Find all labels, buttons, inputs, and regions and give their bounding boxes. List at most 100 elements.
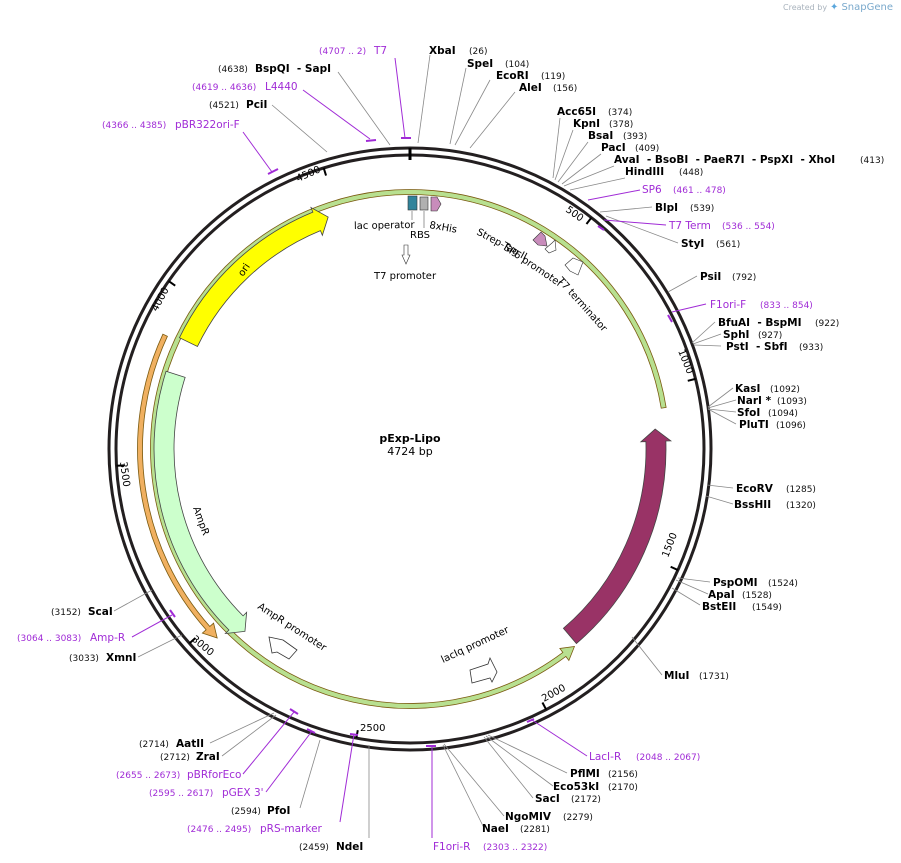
paci-leader	[561, 153, 602, 185]
pbrforeco-primer-mark	[289, 708, 299, 715]
primer-f1ori-f-pos: (833 .. 854)	[760, 301, 813, 311]
position-ticks	[116, 148, 696, 739]
enzyme-avai-group-pos: (413)	[860, 156, 884, 166]
enzyme-apai[interactable]: ApaI	[708, 589, 735, 601]
enzyme-aatii[interactable]: AatII	[176, 738, 204, 750]
enzyme-ecorv-pos: (1285)	[786, 485, 816, 495]
tick-label-4500: 4500	[295, 164, 323, 184]
enzyme-pflmi-pos: (2156)	[608, 770, 638, 780]
enzyme-ecori[interactable]: EcoRI	[496, 70, 529, 82]
enzyme-saci-pos: (2172)	[571, 795, 601, 805]
enzyme-naei[interactable]: NaeI	[482, 823, 509, 835]
enzyme-bsai-pos: (393)	[623, 132, 647, 142]
enzyme-pspomi[interactable]: PspOMI	[713, 577, 758, 589]
primer-sp6[interactable]: SP6	[642, 184, 662, 196]
enzyme-spei[interactable]: SpeI	[467, 58, 493, 70]
primer-t7term[interactable]: T7 Term	[668, 220, 711, 232]
snapgene-brand: Created by ✦ SnapGene	[783, 2, 893, 13]
primer-amp-r[interactable]: Amp-R	[90, 632, 125, 644]
enzyme-pluti[interactable]: PluTI	[739, 419, 769, 431]
primer-prs-marker[interactable]: pRS-marker	[260, 823, 323, 835]
enzyme-bfuai-group-pos: (922)	[815, 319, 839, 329]
naei-leader	[442, 744, 485, 829]
enzyme-zrai[interactable]: ZraI	[196, 751, 220, 763]
ampr-orf-arc[interactable]	[137, 333, 218, 639]
enzyme-bfuai-group[interactable]: BfuAI - BspMI	[718, 317, 802, 329]
enzyme-styi[interactable]: StyI	[681, 238, 704, 250]
primer-f1ori-f[interactable]: F1ori-F	[710, 299, 746, 311]
laciq-promoter-label: lacIq promoter	[440, 624, 512, 665]
avai-leader	[563, 165, 615, 187]
enzyme-bsshii[interactable]: BssHII	[734, 499, 771, 511]
enzyme-sphi[interactable]: SphI	[723, 329, 749, 341]
enzyme-avai-group[interactable]: AvaI - BsoBI - PaeR7I - PspXI - XhoI	[614, 154, 835, 166]
nari-leader	[707, 399, 737, 409]
enzyme-pcii[interactable]: PciI	[246, 99, 267, 111]
enzyme-kpni[interactable]: KpnI	[573, 118, 600, 130]
enzyme-mlui[interactable]: MluI	[664, 670, 689, 682]
enzyme-ndei-pos: (2459)	[299, 843, 329, 853]
t7term-primer-mark	[597, 225, 605, 231]
enzyme-blpi[interactable]: BlpI	[655, 202, 678, 214]
enzyme-kasi[interactable]: KasI	[735, 383, 760, 395]
laci-arrow[interactable]	[562, 428, 673, 645]
enzyme-ecorv[interactable]: EcoRV	[736, 483, 774, 495]
tick-label-2500: 2500	[360, 723, 385, 734]
pbr322ori-f-primer-mark	[267, 168, 279, 175]
pflmi-leader	[487, 734, 568, 774]
ampr-arrow[interactable]	[153, 370, 248, 635]
primer-t7[interactable]: T7	[373, 45, 387, 57]
enzyme-eco53ki[interactable]: Eco53kI	[553, 781, 599, 793]
enzyme-saci[interactable]: SacI	[535, 793, 560, 805]
enzyme-xbai[interactable]: XbaI	[429, 45, 456, 57]
prs-marker-primer-mark	[349, 733, 359, 736]
primer-pbrforeco[interactable]: pBRforEco	[187, 769, 241, 781]
enzyme-sfoi-pos: (1094)	[768, 409, 798, 419]
enzyme-pflmi[interactable]: PflMI	[570, 768, 600, 780]
enzyme-sfoi[interactable]: SfoI	[737, 407, 760, 419]
enzyme-mlui-pos: (1731)	[699, 672, 729, 682]
sp6-primer-leader	[587, 189, 641, 201]
enzyme-scai[interactable]: ScaI	[88, 606, 113, 618]
primer-labels: (4707 .. 2) T7 (4619 .. 4636) L4440 (436…	[17, 45, 813, 853]
enzyme-psii[interactable]: PsiI	[700, 271, 721, 283]
enzyme-ndei[interactable]: NdeI	[336, 841, 363, 853]
primer-f1ori-r[interactable]: F1ori-R	[433, 841, 470, 853]
enzyme-alei[interactable]: AleI	[519, 82, 542, 94]
prs-marker-primer-leader	[339, 733, 355, 823]
ampr-label: AmpR	[190, 505, 211, 537]
primer-laci-r-pos: (2048 .. 2067)	[636, 753, 700, 763]
enzyme-bsai[interactable]: BsaI	[588, 130, 613, 142]
laci-r-primer-leader	[531, 719, 588, 757]
enzyme-acc65i[interactable]: Acc65I	[557, 106, 596, 118]
laciq-promoter-arrow	[469, 656, 498, 684]
ori-arrow[interactable]	[178, 206, 329, 347]
enzyme-nari-pos: (1093)	[777, 397, 807, 407]
primer-laci-r[interactable]: LacI-R	[589, 751, 621, 763]
enzyme-styi-pos: (561)	[716, 240, 740, 250]
tick-1000	[687, 377, 696, 382]
primer-l4440[interactable]: L4440	[265, 81, 298, 93]
kpni-leader	[554, 129, 574, 181]
spei-leader	[449, 67, 467, 145]
blpi-leader	[599, 206, 653, 213]
enzyme-ngomiv[interactable]: NgoMIV	[505, 811, 552, 823]
enzyme-psti-group[interactable]: PstI - SbfI	[726, 341, 788, 353]
bsteii-leader	[671, 587, 701, 606]
enzyme-nari[interactable]: NarI *	[737, 395, 772, 407]
scai-leader	[113, 589, 153, 612]
primer-pgex3[interactable]: pGEX 3'	[222, 787, 264, 799]
enzyme-hindiii[interactable]: HindIII	[625, 166, 664, 178]
enzyme-xmni-pos: (3033)	[69, 654, 99, 664]
eco53ki-leader	[485, 735, 554, 787]
enzyme-paci[interactable]: PacI	[601, 142, 626, 154]
enzyme-kpni-pos: (378)	[609, 120, 633, 130]
saci-leader	[483, 736, 534, 799]
rbs-box	[419, 196, 429, 211]
enzyme-bsteii[interactable]: BstEII	[702, 601, 736, 613]
lac-operator-label: lac operator	[354, 220, 416, 232]
enzyme-bspqi-group[interactable]: BspQI - SapI	[255, 63, 331, 75]
enzyme-pfoi[interactable]: PfoI	[267, 805, 290, 817]
enzyme-xmni[interactable]: XmnI	[106, 652, 136, 664]
primer-pbr322ori-f[interactable]: pBR322ori-F	[175, 119, 240, 131]
